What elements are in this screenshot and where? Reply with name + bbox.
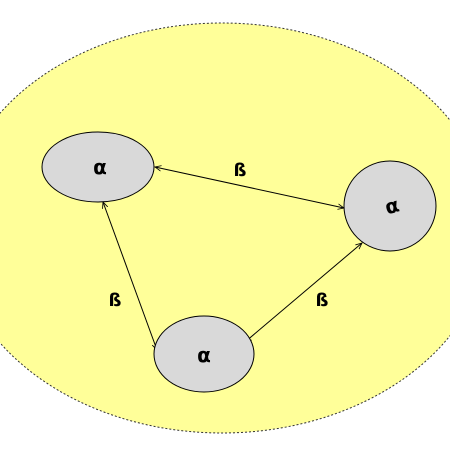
edge-bottom-right	[245, 243, 362, 342]
node-right: α	[343, 160, 437, 252]
node-right-label: α	[382, 193, 401, 220]
node-bottom: α	[153, 315, 255, 393]
edge-label-left-right: ß	[234, 160, 247, 181]
node-bottom-shape	[153, 315, 255, 393]
node-left-label: α	[93, 155, 107, 179]
node-left: α	[41, 131, 155, 203]
edge-label-bottom-right: ß	[316, 290, 329, 311]
node-left-shape	[41, 131, 155, 203]
edge-label-left-bottom: ß	[109, 290, 122, 311]
node-bottom-label: α	[197, 343, 211, 367]
node-right-shape	[343, 160, 437, 252]
edge-left-right	[155, 167, 344, 208]
edge-left-bottom	[103, 202, 157, 350]
